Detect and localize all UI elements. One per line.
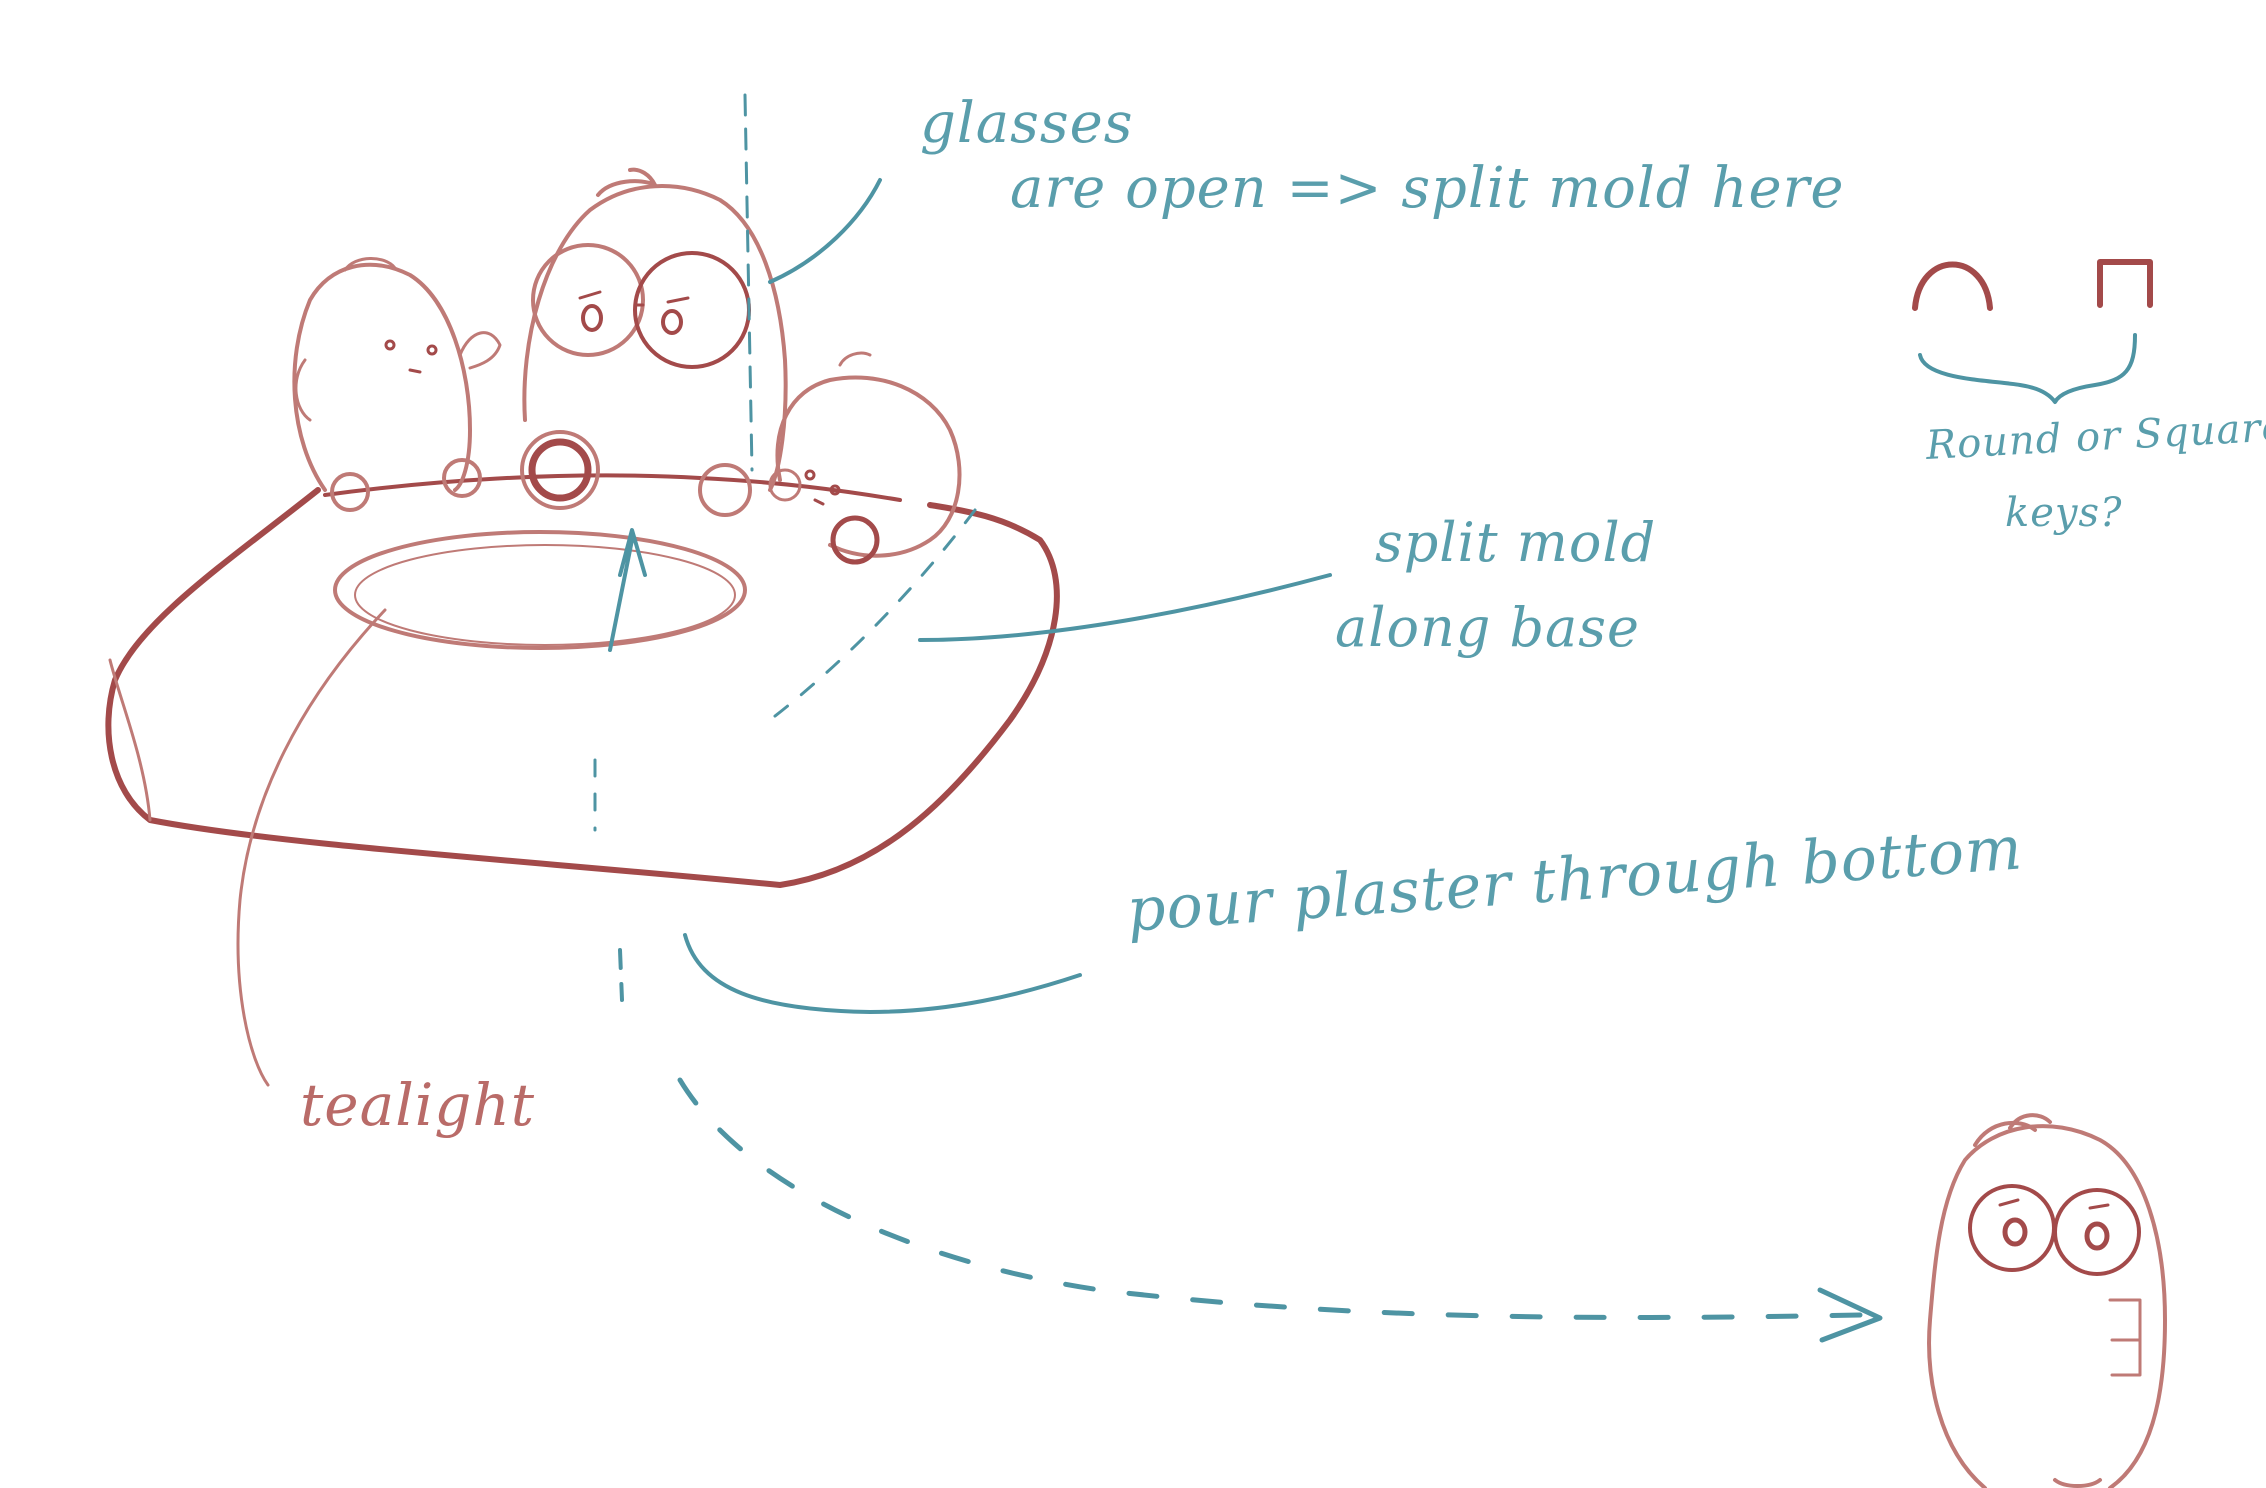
glasses-left-lens bbox=[531, 243, 645, 357]
round-key-symbol bbox=[1912, 261, 1993, 311]
glasses-leader-line bbox=[768, 178, 882, 284]
tealight-leader-line bbox=[236, 608, 387, 1087]
left-character bbox=[292, 257, 502, 512]
tealight-label: tealight bbox=[300, 1071, 536, 1139]
keys-note-line2: keys? bbox=[2005, 490, 2123, 536]
finished-character bbox=[1927, 1113, 2167, 1488]
right-character bbox=[768, 351, 962, 565]
mold-base bbox=[105, 473, 1060, 888]
glasses-note-line1: glasses bbox=[920, 91, 1134, 156]
keys-brace bbox=[1918, 333, 2137, 404]
glasses-note-line2: are open => split mold here bbox=[1010, 156, 1845, 221]
pour-leader-line bbox=[683, 933, 1082, 1014]
split-mold-note-line2: along base bbox=[1335, 596, 1640, 659]
glasses-right-lens bbox=[633, 251, 751, 369]
tealight-opening bbox=[333, 530, 747, 650]
square-key-symbol bbox=[2097, 259, 2153, 308]
dashed-arrow-to-figure bbox=[677, 1077, 1863, 1320]
split-line-vertical bbox=[743, 93, 754, 472]
pour-arrow-up bbox=[608, 528, 647, 652]
split-mold-note-line1: split mold bbox=[1375, 511, 1657, 574]
glasses-left-lens-finished bbox=[1968, 1184, 2056, 1272]
glasses-right-lens-finished bbox=[2053, 1188, 2141, 1276]
keys-symbols bbox=[1912, 259, 2153, 404]
base-split-leader-line bbox=[918, 573, 1332, 642]
middle-character bbox=[520, 167, 788, 517]
